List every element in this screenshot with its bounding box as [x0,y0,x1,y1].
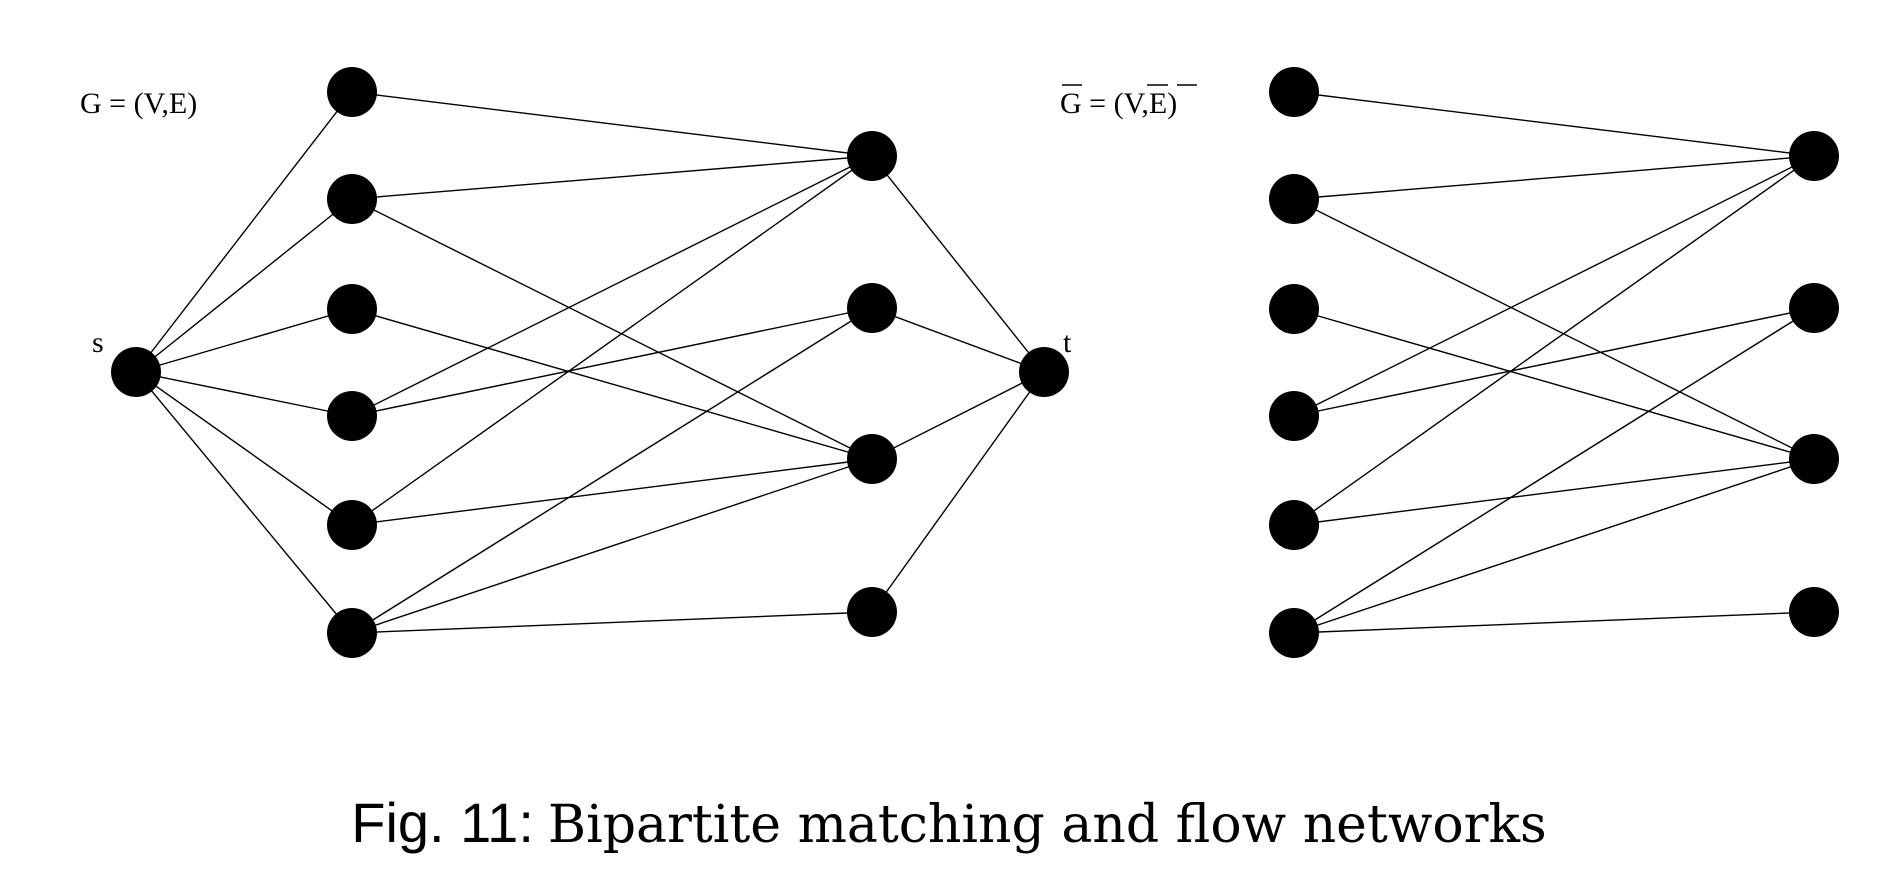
left-left-node-0 [327,67,377,117]
left-edge-l0-r0 [351,91,873,157]
left-flow-network: G = (V,E) s t [80,67,1072,658]
right-edge-l4-r2 [1293,458,1815,526]
left-edge-s-l0 [135,91,353,373]
left-edge-r3-t [871,371,1045,613]
right-label-v: V [1124,87,1146,120]
right-edge-l3-r1 [1293,307,1815,417]
left-edge-s-l2 [135,308,353,373]
left-edge-r0-t [871,155,1045,373]
left-right-node-3 [847,587,897,637]
right-right-node-0 [1789,131,1839,181]
right-right-node-2 [1789,434,1839,484]
caption-text: Bipartite matching and flow networks [547,795,1547,855]
right-left-node-2 [1269,284,1319,334]
left-edge-s-l5 [135,371,353,634]
left-edge-s-l4 [135,371,353,526]
right-edge-l2-r2 [1293,308,1815,460]
right-edge-l5-r1 [1293,307,1815,634]
right-right-node-1 [1789,283,1839,333]
left-left-node-4 [327,500,377,550]
left-edge-l3-r1 [351,307,873,417]
left-edge-l3-r0 [351,155,873,417]
left-edge-s-l1 [135,198,353,373]
right-edge-l3-r0 [1293,155,1815,417]
left-right-node-0 [847,131,897,181]
left-edge-r1-t [871,307,1045,373]
left-edge-l2-r2 [351,308,873,460]
right-left-node-0 [1269,67,1319,117]
left-edge-l4-r2 [351,458,873,526]
right-label-close: ) [1167,87,1177,120]
right-edge-l4-r0 [1293,155,1815,526]
source-node [111,347,161,397]
right-edge-l1-r0 [1293,155,1815,200]
right-label-e: E [1149,87,1167,120]
sink-label: t [1063,326,1072,359]
right-label-eq: = ( [1082,87,1124,120]
source-label: s [92,326,104,359]
caption-separator: : [518,791,534,854]
right-right-node-3 [1789,587,1839,637]
left-edge-l5-r2 [351,458,873,634]
left-edge-l1-r2 [351,198,873,460]
right-left-node-4 [1269,500,1319,550]
left-right-node-1 [847,283,897,333]
right-edge-l5-r3 [1293,611,1815,634]
right-edge-l0-r0 [1293,91,1815,157]
left-edge-l5-r1 [351,307,873,634]
right-label-g: G [1060,87,1082,120]
left-left-node-5 [327,608,377,658]
left-edge-l5-r3 [351,611,873,634]
right-bipartite-graph: G = (V,E) [1060,67,1839,658]
left-left-node-1 [327,174,377,224]
left-edge-r2-t [871,371,1045,460]
left-left-node-3 [327,391,377,441]
right-left-node-3 [1269,391,1319,441]
left-left-node-2 [327,284,377,334]
left-edge-s-l3 [135,371,353,417]
left-right-node-2 [847,434,897,484]
right-left-node-5 [1269,608,1319,658]
caption-number: Fig. 11 [351,791,519,854]
right-left-node-1 [1269,174,1319,224]
right-graph-label: G = (V,E) [1060,87,1177,120]
right-label-comma: , [1141,87,1149,120]
left-graph-label: G = (V,E) [80,87,197,120]
right-edge-l1-r2 [1293,198,1815,460]
left-edge-l4-r0 [351,155,873,526]
figure-caption: Fig. 11: Bipartite matching and flow net… [0,790,1898,856]
left-edge-l1-r0 [351,155,873,200]
sink-node [1019,347,1069,397]
right-edge-l5-r2 [1293,458,1815,634]
